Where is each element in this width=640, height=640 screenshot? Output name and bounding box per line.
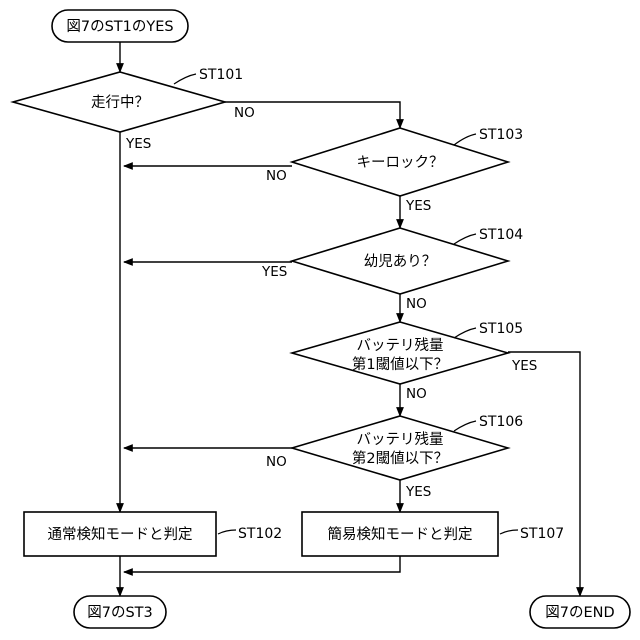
decision-st104-leader [454,234,476,244]
process-st102-label: 通常検知モードと判定 [48,526,193,543]
edge-st107-merge [124,556,400,572]
edge-st105-yes-end [508,352,580,596]
decision-st106-text-line2: 第2閾値以下？ [352,449,448,467]
label-st104-no: NO [406,296,427,312]
process-st102: 通常検知モードと判定 ST102 [24,512,282,556]
label-st105-no: NO [406,386,427,402]
process-st102-leader [218,530,236,534]
end-terminal-st3-label: 図7のST3 [87,604,153,621]
decision-st104-text: 幼児あり？ [364,253,437,270]
start-terminal: 図7のST1のYES [52,10,188,42]
label-st101-yes: YES [125,136,151,152]
decision-st106-shape [292,416,508,480]
decision-st106-text-line1: バッテリ残量 [357,431,444,448]
end-terminal-st3: 図7のST3 [74,596,166,628]
decision-st106: バッテリ残量 第2閾値以下？ ST106 NO YES [266,414,523,500]
process-st107-label: 簡易検知モードと判定 [328,526,473,543]
decision-st106-leader [454,421,476,431]
decision-st103-id: ST103 [479,127,523,143]
label-st105-yes: YES [511,358,537,374]
label-st106-no: NO [266,454,287,470]
label-st103-yes: YES [405,198,431,214]
decision-st101: 走行中？ ST101 NO YES [13,67,255,152]
decision-st105-leader [454,328,476,338]
decision-st106-id: ST106 [479,414,523,430]
process-st107-leader [500,530,518,534]
decision-st105-id: ST105 [479,321,523,337]
process-st107-id: ST107 [520,526,564,542]
decision-st101-text: 走行中？ [91,94,149,111]
label-st103-no: NO [266,168,287,184]
end-terminal-end: 図7のEND [530,596,630,628]
decision-st103: キーロック？ ST103 NO YES [266,127,523,214]
decision-st101-leader [174,74,196,84]
start-terminal-label: 図7のST1のYES [66,18,173,35]
decision-st105: バッテリ残量 第1閾値以下？ ST105 YES NO [292,321,537,402]
decision-st104-id: ST104 [479,227,523,243]
decision-st105-text-line1: バッテリ残量 [357,337,444,354]
decision-st105-text-line2: 第1閾値以下？ [352,355,448,373]
decision-st101-id: ST101 [199,67,243,83]
decision-st103-text: キーロック？ [357,154,444,171]
end-terminal-end-label: 図7のEND [545,604,614,621]
process-st107: 簡易検知モードと判定 ST107 [302,512,564,556]
decision-st103-leader [454,134,476,145]
label-st104-yes: YES [261,264,287,280]
decision-st104: 幼児あり？ ST104 YES NO [261,227,523,312]
label-st106-yes: YES [405,484,431,500]
label-st101-no: NO [234,105,255,121]
process-st102-id: ST102 [238,526,282,542]
